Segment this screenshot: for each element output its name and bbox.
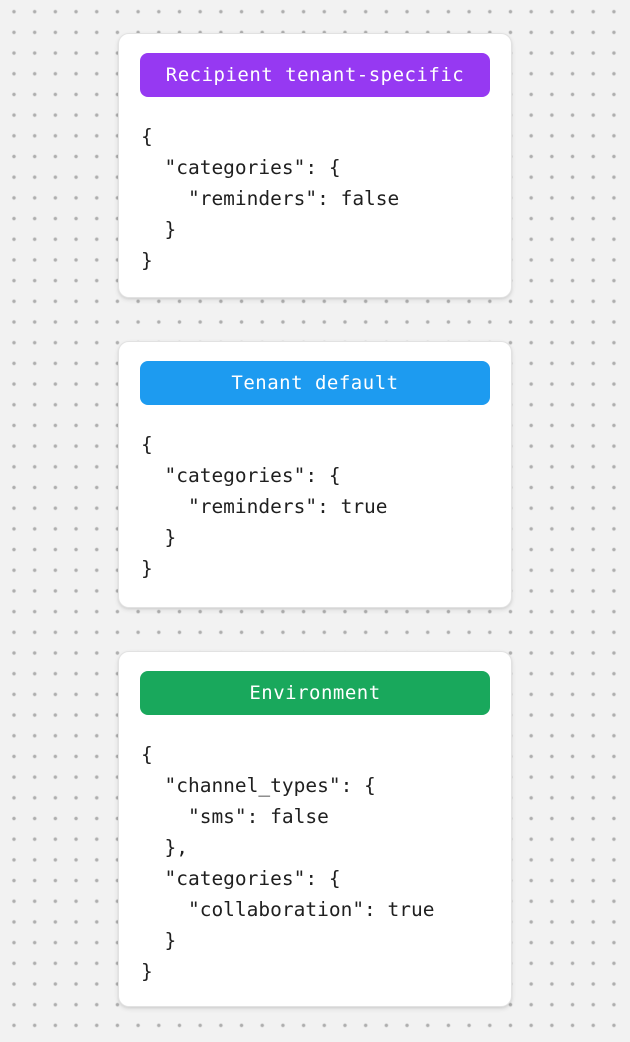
card-recipient-tenant-specific: Recipient tenant-specific { "categories"… bbox=[118, 33, 512, 298]
badge-label: Recipient tenant-specific bbox=[165, 64, 465, 86]
json-code-block: { "channel_types": { "sms": false }, "ca… bbox=[141, 743, 435, 983]
recipient-tenant-specific-badge: Recipient tenant-specific bbox=[140, 53, 490, 97]
environment-badge: Environment bbox=[140, 671, 490, 715]
json-code-block: { "categories": { "reminders": true } } bbox=[141, 433, 388, 580]
json-code-block: { "categories": { "reminders": false } } bbox=[141, 125, 400, 272]
badge-label: Tenant default bbox=[231, 372, 399, 394]
tenant-default-badge: Tenant default bbox=[140, 361, 490, 405]
badge-label: Environment bbox=[249, 682, 381, 704]
card-tenant-default: Tenant default { "categories": { "remind… bbox=[118, 341, 512, 608]
card-environment: Environment { "channel_types": { "sms": … bbox=[118, 651, 512, 1007]
